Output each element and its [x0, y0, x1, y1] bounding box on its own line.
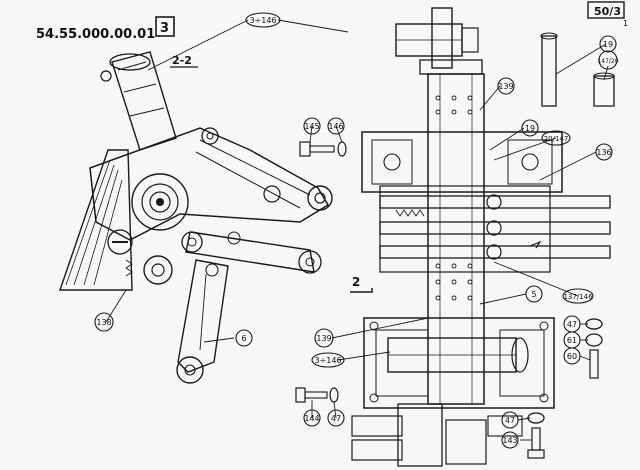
callout-label-c10: 137/146: [563, 293, 593, 301]
callout-label-c5: 19: [525, 124, 535, 133]
section-marker: 2: [352, 275, 360, 289]
page-ref: 50/3: [594, 5, 621, 18]
section-arrow-right: [529, 240, 542, 249]
drawing-number: 54.55.000.00.01: [36, 27, 155, 42]
leader-lines: [105, 19, 609, 441]
callout-label-c3: 147/20: [597, 58, 618, 65]
page-index: 1: [623, 19, 628, 28]
callout-label-c19: 144: [304, 414, 319, 423]
callout-label-c9: 146: [328, 122, 343, 131]
callout-label-c7: 136: [596, 148, 611, 157]
callout-label-c20: 47: [331, 414, 341, 423]
sheet-box-number: 3: [160, 21, 169, 36]
callout-label-c15: 138: [96, 318, 111, 327]
callout-label-c17: 139: [316, 334, 331, 343]
sheet-box-frame: [155, 16, 175, 37]
callout-label-c12: 47: [567, 320, 577, 329]
callout-label-c11: 5: [531, 290, 536, 299]
callout-label-c16: 6: [241, 334, 246, 343]
callout-label-c2: 19: [603, 40, 613, 49]
page-ref-frame: [587, 1, 625, 19]
callout-label-c13: 61: [567, 336, 577, 345]
callout-balloons: [94, 12, 618, 449]
callout-label-c21: 47: [505, 416, 515, 425]
callout-label-c8: 145: [304, 122, 319, 131]
callout-label-c14: 60: [567, 352, 577, 361]
callout-labels: 3÷146 19 147/20 139 19 20/147 136 145 14…: [96, 16, 618, 445]
section-label: 2-2: [172, 54, 192, 67]
front-view-column: [351, 7, 611, 467]
callout-label-c4: 139: [498, 82, 513, 91]
callout-label-c6: 20/147: [544, 135, 569, 143]
section-view-linkage: [59, 51, 333, 384]
callout-label-c22: 143: [502, 436, 517, 445]
callout-label-c18: 3÷146: [314, 356, 341, 365]
section-arrow: [350, 288, 373, 293]
callout-label-c1: 3÷146: [249, 16, 276, 25]
